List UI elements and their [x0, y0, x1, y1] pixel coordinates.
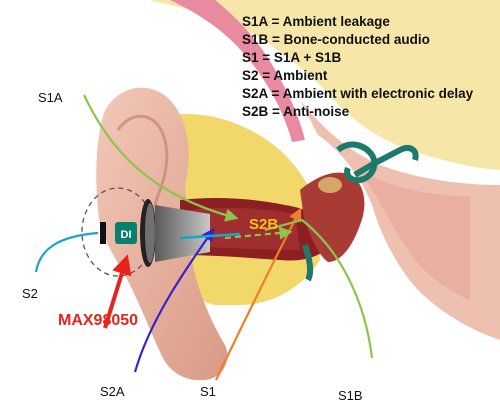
max98050-chip	[115, 222, 137, 244]
legend-item-s2: S2 = Ambient	[242, 68, 328, 83]
legend-item-s2a: S2A = Ambient with electronic delay	[242, 86, 474, 101]
s2-path	[34, 231, 99, 273]
ear-canal-highlight	[190, 207, 300, 250]
label-s2b: S2B	[249, 216, 279, 233]
middle-ear	[300, 172, 365, 262]
earbud-tip	[155, 205, 210, 262]
s1b-path	[264, 218, 374, 359]
legend-item-s2b: S2B = Anti-noise	[242, 104, 350, 119]
legend-item-s1: S1 = S1A + S1B	[242, 50, 342, 65]
earbud-plate	[100, 222, 106, 244]
label-s1a: S1A	[38, 90, 63, 105]
max98050-label: MAX98050	[58, 312, 139, 329]
legend-item-s1a: S1A = Ambient leakage	[242, 14, 390, 29]
label-s2a: S2A	[100, 384, 125, 399]
pink-tissue-band	[170, 0, 305, 142]
label-s1: S1	[200, 384, 216, 399]
s1a-path	[83, 94, 239, 222]
semicircular-canal	[336, 141, 378, 184]
s2b-cyan-path	[179, 232, 241, 240]
chip-logo-text: DI	[121, 229, 132, 241]
bone-layer-top	[150, 0, 500, 170]
max98050-pointer-arrow	[103, 254, 132, 329]
ossicles	[318, 177, 342, 193]
skull-bone-inner	[360, 170, 470, 300]
earbud-driver-front	[145, 203, 155, 263]
s2b-dashed-path	[224, 226, 293, 240]
label-s2: S2	[22, 286, 38, 301]
label-s1b: S1B	[338, 388, 363, 403]
eustachian-tube	[302, 244, 314, 282]
nerve-bundle	[353, 145, 419, 178]
s2a-path	[133, 227, 215, 373]
legend-item-s1b: S1B = Bone-conducted audio	[242, 32, 430, 47]
